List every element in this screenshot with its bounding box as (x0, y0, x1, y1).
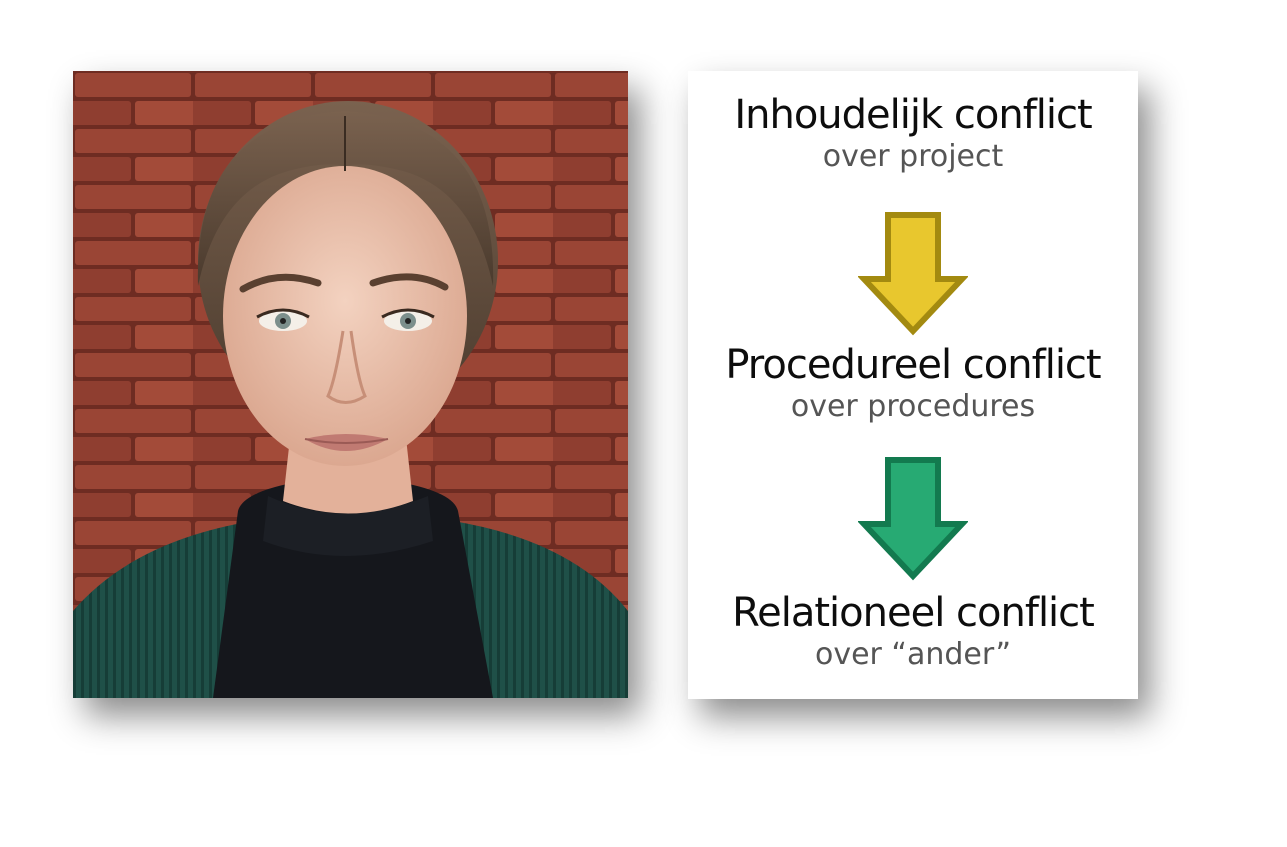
down-arrow-icon (858, 212, 968, 336)
portrait-image (73, 71, 628, 698)
portrait-photo (73, 71, 628, 698)
step-title: Relationeel conflict (732, 590, 1095, 636)
step-title: Inhoudelijk conflict (734, 92, 1092, 138)
conflict-escalation-diagram: Inhoudelijk conflict over project Proced… (688, 71, 1138, 699)
step-procedural-conflict: Procedureel conflict over procedures (688, 341, 1138, 425)
step-subtitle: over procedures (790, 389, 1036, 424)
step-subtitle: over “ander” (814, 637, 1011, 672)
step-content-conflict: Inhoudelijk conflict over project (688, 91, 1138, 175)
step-relational-conflict: Relationeel conflict over “ander” (688, 589, 1138, 673)
down-arrow-icon (858, 457, 968, 581)
step-subtitle: over project (822, 139, 1004, 174)
step-title: Procedureel conflict (725, 342, 1101, 388)
